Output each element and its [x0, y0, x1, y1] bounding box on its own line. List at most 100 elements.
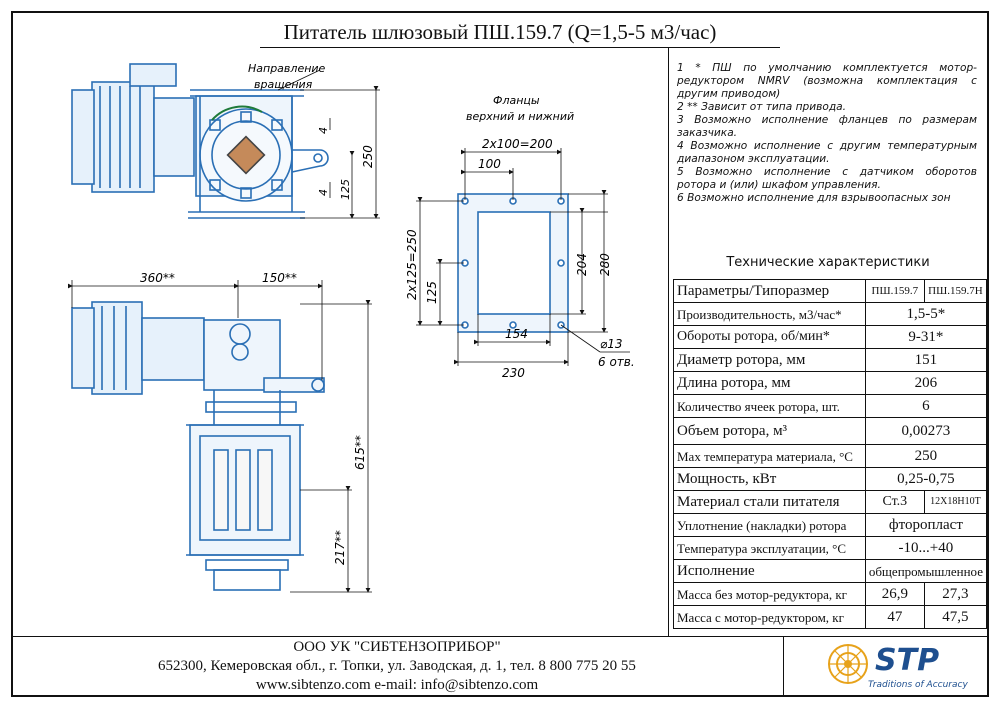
row-value: 6: [864, 394, 988, 418]
row-label: Длина ротора, мм: [673, 371, 866, 395]
flange-dimensions: [416, 148, 630, 366]
rotation-label-1: Направление: [248, 62, 326, 75]
table-row: Обороты ротора, об/мин*9-31*: [673, 325, 988, 349]
table-row: Температура эксплуатации, °С-10...+40: [673, 536, 988, 560]
rotation-label-2: вращения: [254, 78, 313, 91]
row-value-2: 12Х18Н10Т: [923, 490, 988, 514]
row-label: Мощность, кВт: [673, 467, 866, 491]
row-value: 206: [864, 371, 988, 395]
row-label: Мах температура материала, °С: [673, 444, 866, 468]
flange-dim-200: 2x100=200: [482, 137, 553, 151]
flange-label-2: верхний и нижний: [466, 110, 574, 123]
note-item: 5 Возможно исполнение с датчиком оборото…: [677, 166, 977, 191]
note-item: 1 * ПШ по умолчанию комплектуется мотор-…: [677, 62, 977, 100]
flange-dim-holes: 6 отв.: [598, 355, 635, 369]
spec-title: Технические характеристики: [726, 255, 930, 270]
dim-615: 615**: [353, 435, 367, 470]
row-value: 0,25-0,75: [864, 467, 988, 491]
row-value-1: Ст.3: [864, 490, 925, 514]
dim-4a: 4: [317, 127, 330, 134]
sheet-frame: [11, 11, 989, 697]
table-header-row: Параметры/Типоразмер ПШ.159.7 ПШ.159.7Н: [673, 279, 988, 303]
row-value: -10...+40: [864, 536, 988, 560]
note-item: 4 Возможно исполнение с другим температу…: [677, 140, 977, 165]
flange-dim-100: 100: [478, 157, 501, 171]
row-label: Материал стали питателя: [673, 490, 866, 514]
side-view-dimensions: [68, 280, 372, 593]
row-value: фторопласт: [864, 513, 988, 537]
notes-block: 1 * ПШ по умолчанию комплектуется мотор-…: [677, 62, 977, 205]
dim-125: 125: [339, 179, 352, 200]
header-param: Параметры/Типоразмер: [673, 279, 866, 303]
row-label: Исполнение: [673, 559, 866, 583]
company-contacts: www.sibtenzo.com e-mail: info@sibtenzo.c…: [255, 677, 539, 693]
stp-logo-icon: [828, 644, 868, 684]
page-title: Питатель шлюзовый ПШ.159.7 (Q=1,5-5 м3/ч…: [283, 20, 717, 44]
side-view: [71, 301, 325, 591]
row-value: 151: [864, 348, 988, 372]
row-value: 0,00273: [864, 417, 988, 445]
row-label: Объем ротора, м³: [673, 417, 866, 445]
header-model-2: ПШ.159.7Н: [923, 279, 988, 303]
row-value-2: 47,5: [923, 605, 988, 629]
flange-dim-hole: ⌀13: [600, 337, 623, 351]
row-label: Количество ячеек ротора, шт.: [673, 394, 866, 418]
table-row: Производительность, м3/час*1,5-5*: [673, 302, 988, 326]
title-rule: [260, 47, 780, 48]
spec-table: Параметры/Типоразмер ПШ.159.7 ПШ.159.7Н …: [673, 279, 988, 629]
row-label: Обороты ротора, об/мин*: [673, 325, 866, 349]
row-label: Температура эксплуатации, °С: [673, 536, 866, 560]
flange-view: [457, 193, 569, 333]
flange-dim-154: 154: [505, 327, 528, 341]
flange-dim-204: 204: [575, 253, 589, 276]
table-row: Количество ячеек ротора, шт.6: [673, 394, 988, 418]
row-label: Масса без мотор-редуктора, кг: [673, 582, 866, 606]
footer: ООО УК "СИБТЕНЗОПРИБОР" 652300, Кемеровс…: [11, 638, 783, 695]
flange-dim-125: 125: [425, 281, 439, 304]
row-value: 1,5-5*: [864, 302, 988, 326]
flange-dim-2x125: 2x125=250: [405, 229, 419, 300]
logo-text: STP: [875, 643, 940, 678]
row-value: 250: [864, 444, 988, 468]
company-name: ООО УК "СИБТЕНЗОПРИБОР": [293, 639, 501, 655]
company-address: 652300, Кемеровская обл., г. Топки, ул. …: [158, 658, 636, 674]
row-label: Производительность, м3/час*: [673, 302, 866, 326]
top-view-dimensions: [277, 69, 380, 219]
row-label: Масса с мотор-редуктором, кг: [673, 605, 866, 629]
row-value-1: 47: [864, 605, 925, 629]
logo-divider: [783, 636, 784, 697]
dim-217: 217**: [333, 530, 347, 565]
dim-360: 360**: [140, 271, 175, 285]
row-value: общепромышленное: [864, 559, 988, 583]
row-value-2: 27,3: [923, 582, 988, 606]
row-label: Уплотнение (накладки) ротора: [673, 513, 866, 537]
flange-dim-280: 280: [598, 253, 612, 276]
flange-dim-230: 230: [502, 366, 525, 380]
column-divider: [668, 48, 669, 636]
flange-label-1: Фланцы: [493, 94, 540, 107]
note-item: 3 Возможно исполнение фланцев по размера…: [677, 114, 977, 139]
header-model-1: ПШ.159.7: [864, 279, 925, 303]
footer-divider: [11, 636, 989, 637]
row-value: 9-31*: [864, 325, 988, 349]
note-item: 6 Возможно исполнение для взрывоопасных …: [677, 192, 951, 204]
top-view: [71, 63, 329, 219]
dim-250: 250: [361, 145, 375, 168]
logo-slogan: Traditions of Accuracy: [868, 680, 968, 690]
row-label: Диаметр ротора, мм: [673, 348, 866, 372]
note-item: 2 ** Зависит от типа привода.: [677, 101, 847, 113]
dim-4b: 4: [317, 189, 330, 196]
dim-150: 150**: [262, 271, 297, 285]
row-value-1: 26,9: [864, 582, 925, 606]
